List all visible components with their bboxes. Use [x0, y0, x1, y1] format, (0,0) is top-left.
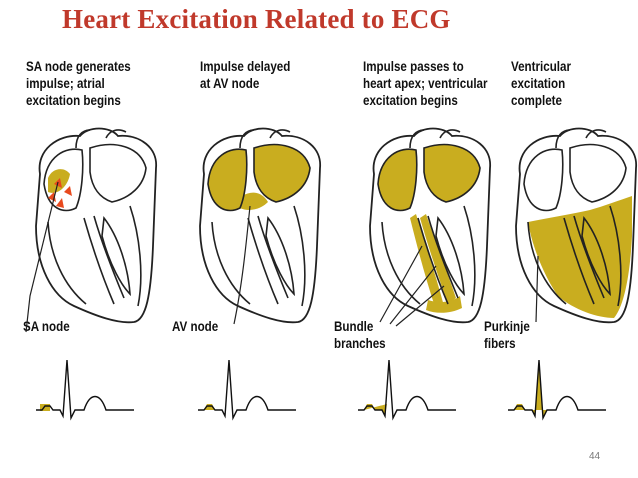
ventricular-excitation-region	[378, 144, 480, 313]
page-number: 44	[589, 451, 601, 462]
heart-diagram-3	[369, 127, 492, 327]
av-node-label: AV node	[172, 319, 219, 334]
stage-3-caption: Impulse passes to heart apex; ventricula…	[363, 59, 488, 108]
purkinje-fibers-label: Purkinje fibers	[484, 319, 530, 351]
av-node-leader	[233, 205, 251, 325]
stage-1-caption: SA node generates impulse; atrial excita…	[26, 59, 131, 108]
bundle-branches-label: Bundle branches	[334, 319, 386, 351]
ecg-trace-3	[357, 359, 457, 419]
heart-diagram-1	[25, 127, 158, 333]
ecg-trace-1	[35, 359, 135, 419]
heart-diagram-2	[199, 127, 322, 325]
sa-node-leader	[25, 181, 59, 333]
ecg-trace-2	[197, 359, 297, 419]
purkinje-fibers-leader	[535, 255, 539, 323]
bundle-branches-leader	[379, 245, 445, 327]
stage-4-caption: Ventricular excitation complete	[511, 59, 572, 108]
atrial-excitation-region	[208, 144, 310, 211]
slide-title: Heart Excitation Related to ECG	[62, 4, 451, 34]
ecg-trace-4	[507, 359, 607, 419]
stage-2-caption: Impulse delayed at AV node	[200, 59, 291, 91]
heart-diagram-4	[515, 127, 638, 324]
ventricular-excitation-region	[528, 196, 632, 318]
